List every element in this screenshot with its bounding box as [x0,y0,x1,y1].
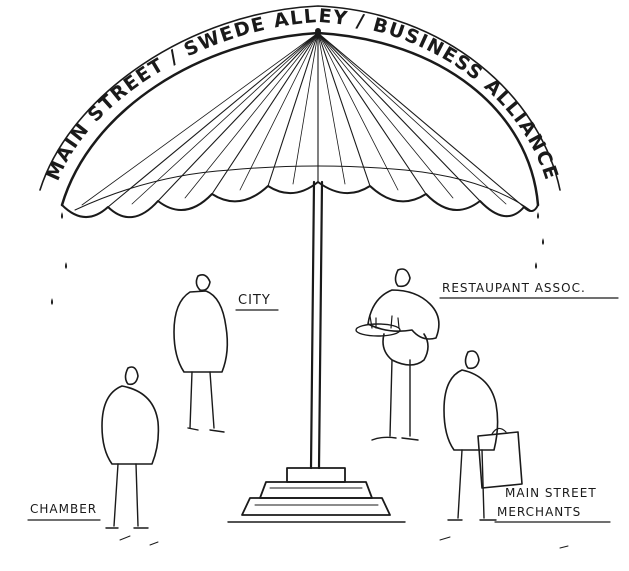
label-chamber: CHAMBER [30,502,97,516]
label-restaurant: RESTAUPANT ASSOC. [442,281,586,295]
banner-text: MAIN STREET / SWEDE ALLEY / BUSINESS ALL… [42,5,563,184]
label-merchants-line1: MAIN STREET [505,486,597,500]
umbrella-canopy [40,6,560,217]
umbrella-base [228,468,405,522]
figure-chamber [102,367,158,528]
label-city: CITY [238,293,271,308]
ground-marks [120,536,568,548]
figure-restaurant [356,269,439,440]
label-merchants-line2: MERCHANTS [497,505,581,519]
umbrella-pole [311,182,322,468]
figure-city [174,275,227,432]
